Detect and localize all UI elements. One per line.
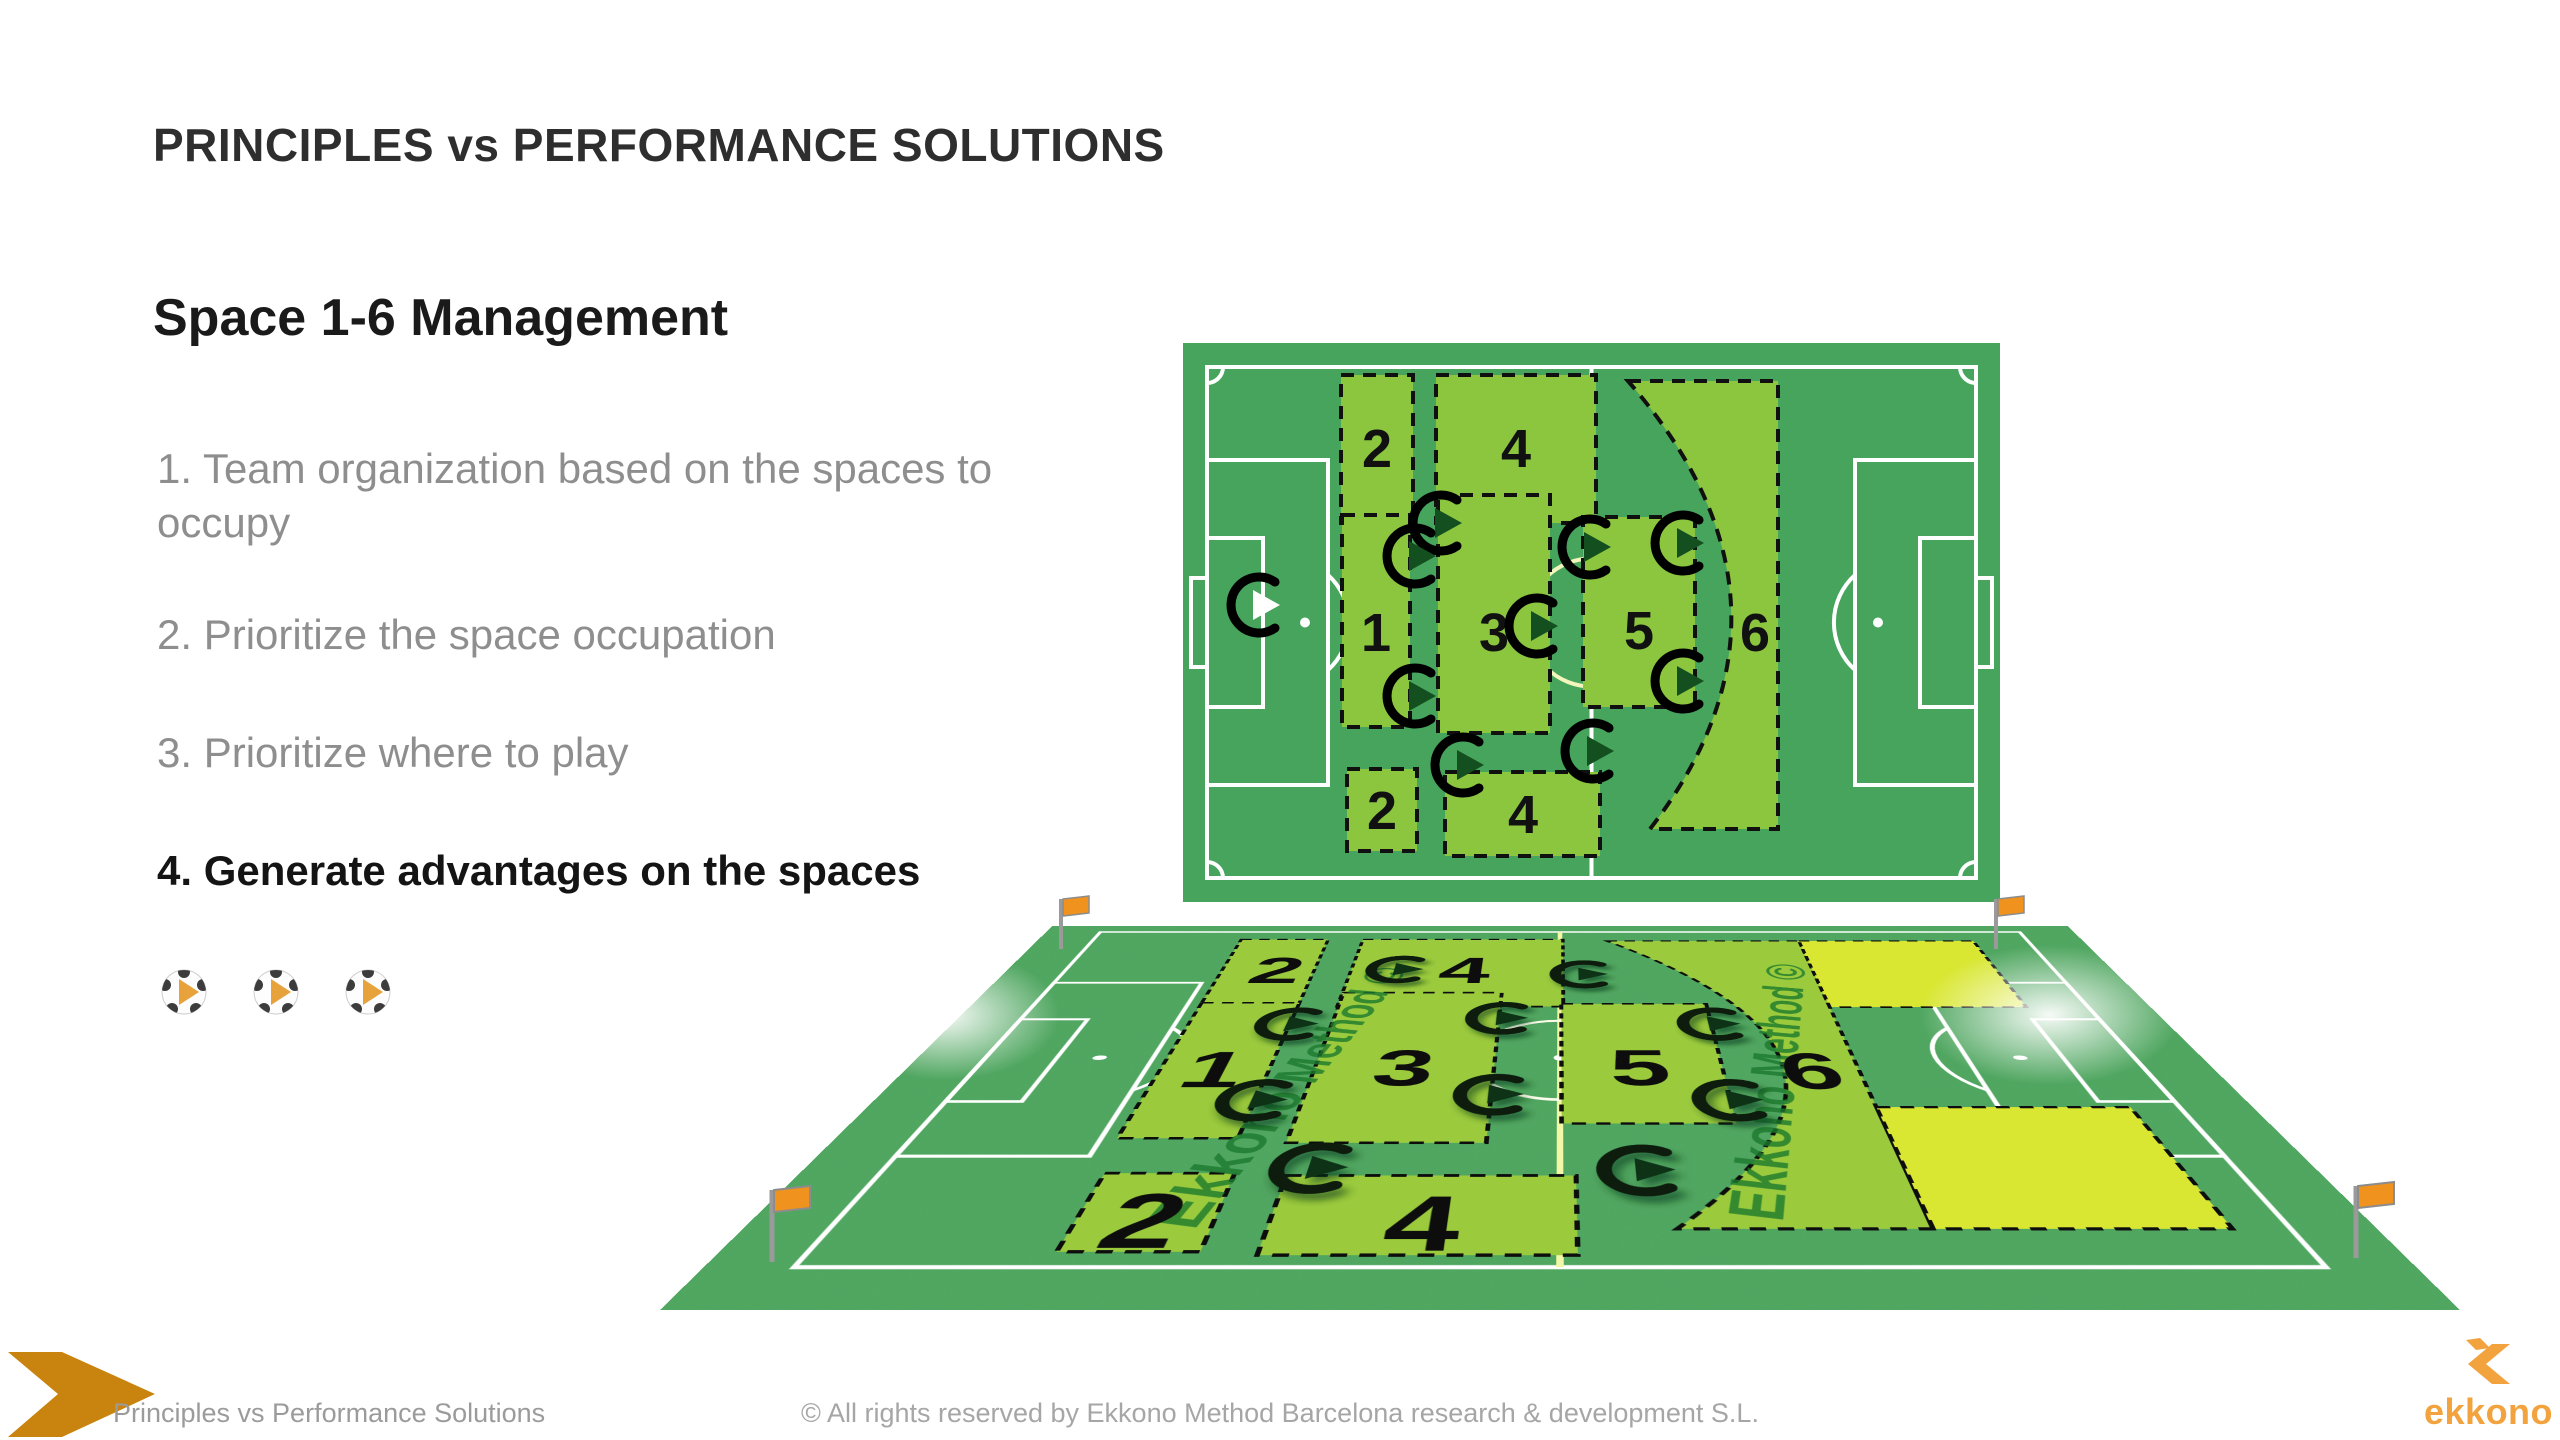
zone-2-bottom [1345, 767, 1419, 853]
section-heading: Space 1-6 Management [153, 289, 729, 347]
zone-labels: 2 4 1 3 5 6 2 4 [1361, 419, 1770, 845]
corner-flag [1994, 895, 2025, 949]
zone-label: 4 [1434, 951, 1493, 992]
zone-label: 1 [1361, 603, 1391, 663]
footer-chevron-logo [8, 1352, 155, 1437]
zone-label: 5 [1624, 601, 1654, 661]
list-item-2: 2. Prioritize the space occupation [157, 611, 776, 658]
ball-patches [346, 970, 390, 1014]
footer-slide-label: Principles vs Performance Solutions [113, 1398, 546, 1428]
zone-label: 2 [1362, 419, 1392, 479]
zone-label: 4 [1375, 1182, 1466, 1270]
play-triangle-icon [271, 979, 291, 1005]
video-play-button-3[interactable] [344, 968, 392, 1016]
penalty-spot-right [1873, 617, 1883, 628]
zone-6 [1623, 379, 1780, 831]
list-item-4: 4. Generate advantages on the spaces [157, 847, 921, 894]
play-triangle-icon [363, 979, 383, 1005]
slide-title: PRINCIPLES vs PERFORMANCE SOLUTIONS [153, 119, 1165, 171]
play-triangle-icon [179, 979, 199, 1005]
zone-label: 5 [1607, 1041, 1675, 1098]
penalty-spot-left [1300, 617, 1310, 628]
zone-label: 6 [1740, 603, 1770, 663]
zone-label: 4 [1508, 785, 1538, 845]
zone-2-top [1339, 373, 1415, 525]
corner-flag [2353, 1180, 2395, 1258]
ball-patches [254, 970, 298, 1014]
video-play-button-1[interactable] [160, 968, 208, 1016]
space-zones [1339, 373, 1780, 858]
list-item-3: 3. Prioritize where to play [157, 729, 629, 776]
zone-label: 4 [1501, 419, 1531, 479]
video-links-row [160, 968, 392, 1016]
corner-flag [1059, 895, 1090, 949]
zone-label: 2 [1367, 781, 1397, 841]
corner-flag [769, 1184, 811, 1262]
zone-label: 3 [1479, 603, 1509, 663]
pitch-diagram-3d: Ekkono Method © Ekkono Method © 2 4 1 3 … [660, 926, 2460, 1310]
zone-1 [1340, 513, 1412, 729]
pitch-diagram-3d-wrap: Ekkono Method © Ekkono Method © 2 4 1 3 … [660, 926, 2460, 1310]
pitch-diagram-2d: 2 4 1 3 5 6 2 4 [1183, 343, 2000, 902]
video-play-button-2[interactable] [252, 968, 300, 1016]
ekkono-logo: ekkono [2424, 1338, 2554, 1433]
list-item-1: 1. Team organization based on the spaces… [157, 445, 993, 546]
zone-4-bottom [1443, 770, 1602, 858]
footer-copyright: © All rights reserved by Ekkono Method B… [801, 1398, 1759, 1428]
ekkono-wordmark: ekkono [2424, 1391, 2554, 1432]
ekkono-chevron-icon [2466, 1338, 2510, 1384]
